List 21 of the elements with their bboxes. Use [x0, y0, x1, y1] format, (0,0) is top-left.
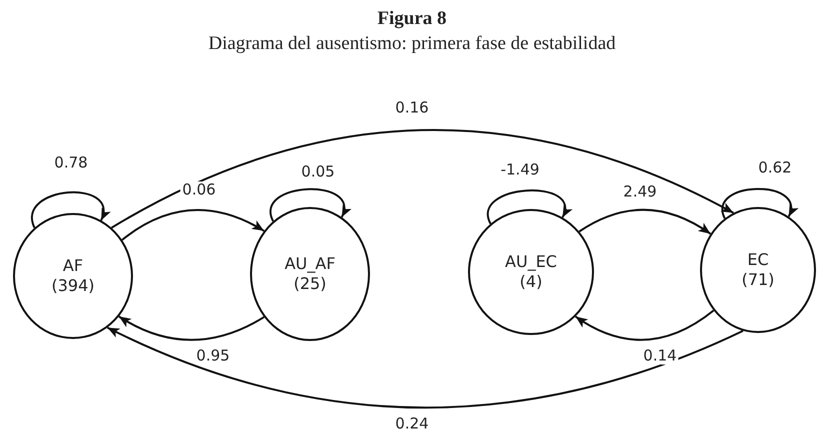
state-count: (4) — [520, 272, 542, 292]
state-name: AF — [62, 256, 84, 276]
figure-title: Figura 8 — [376, 8, 448, 30]
state-count: (71) — [742, 270, 774, 290]
arrow — [107, 326, 744, 409]
figure-caption: Diagrama del ausentismo: primera fase de estabilidad — [207, 33, 617, 55]
arrow — [122, 209, 265, 241]
state-name: AU_AF — [284, 254, 336, 274]
state-count: (394) — [51, 276, 95, 296]
state-name: AU_EC — [505, 252, 557, 272]
arrow — [721, 188, 797, 219]
arrow — [31, 192, 110, 228]
arrow — [575, 310, 714, 341]
state-name: EC — [747, 250, 769, 270]
arrow — [578, 208, 712, 235]
arrow — [118, 316, 265, 341]
arrow — [270, 188, 350, 222]
edge-label: 0.14 — [641, 348, 679, 364]
arrow — [486, 190, 571, 224]
state-count: (25) — [294, 274, 326, 294]
arrow — [111, 129, 734, 229]
